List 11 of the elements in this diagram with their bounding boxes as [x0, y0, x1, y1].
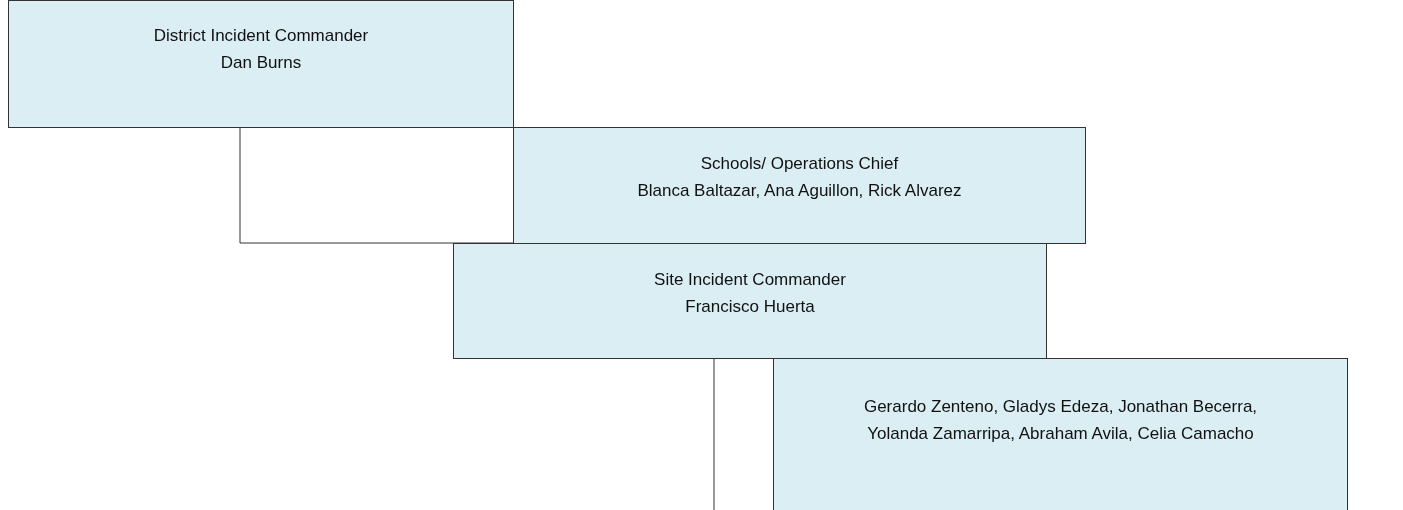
- org-chart-box: [773, 358, 1348, 510]
- role-title: District Incident Commander: [152, 25, 370, 47]
- person-names: Dan Burns: [219, 52, 303, 74]
- org-chart-box: [453, 243, 1047, 359]
- org-chart-box: [8, 0, 514, 128]
- role-title: Schools/ Operations Chief: [699, 153, 900, 175]
- person-names: Gerardo Zenteno, Gladys Edeza, Jonathan Becerra, Yolanda Zamarripa, Abraham Avila, Celia Camacho: [862, 396, 1259, 445]
- org-chart-box: [513, 127, 1086, 244]
- person-names: Francisco Huerta: [684, 296, 816, 318]
- role-title: Site Incident Commander: [653, 269, 847, 291]
- person-names: Blanca Baltazar, Ana Aguillon, Rick Alvarez: [636, 180, 963, 202]
